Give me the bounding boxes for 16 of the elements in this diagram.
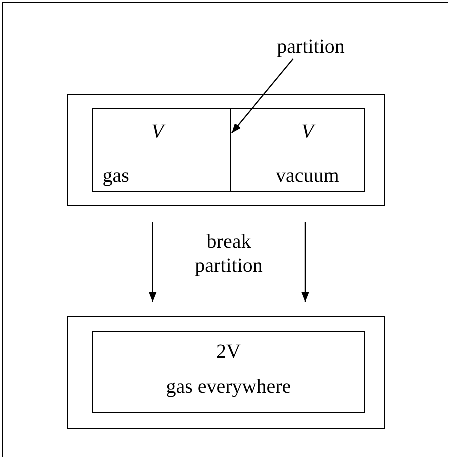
step-label: break partition (194, 230, 264, 278)
volume-label: 2V (216, 340, 241, 363)
chamber (92, 108, 231, 192)
contents-label: gas (102, 164, 130, 187)
partition-label: partition (277, 36, 345, 58)
arrow (149, 222, 157, 302)
container-box (67, 94, 385, 206)
contents-label: vacuum (276, 164, 340, 187)
chamber (230, 108, 365, 192)
volume-label: V (302, 120, 314, 143)
volume-label: V (152, 120, 164, 143)
arrow (302, 222, 310, 302)
container-box (67, 316, 385, 429)
chamber (92, 330, 365, 413)
contents-label: gas everywhere (166, 376, 292, 398)
arrow (232, 58, 294, 134)
